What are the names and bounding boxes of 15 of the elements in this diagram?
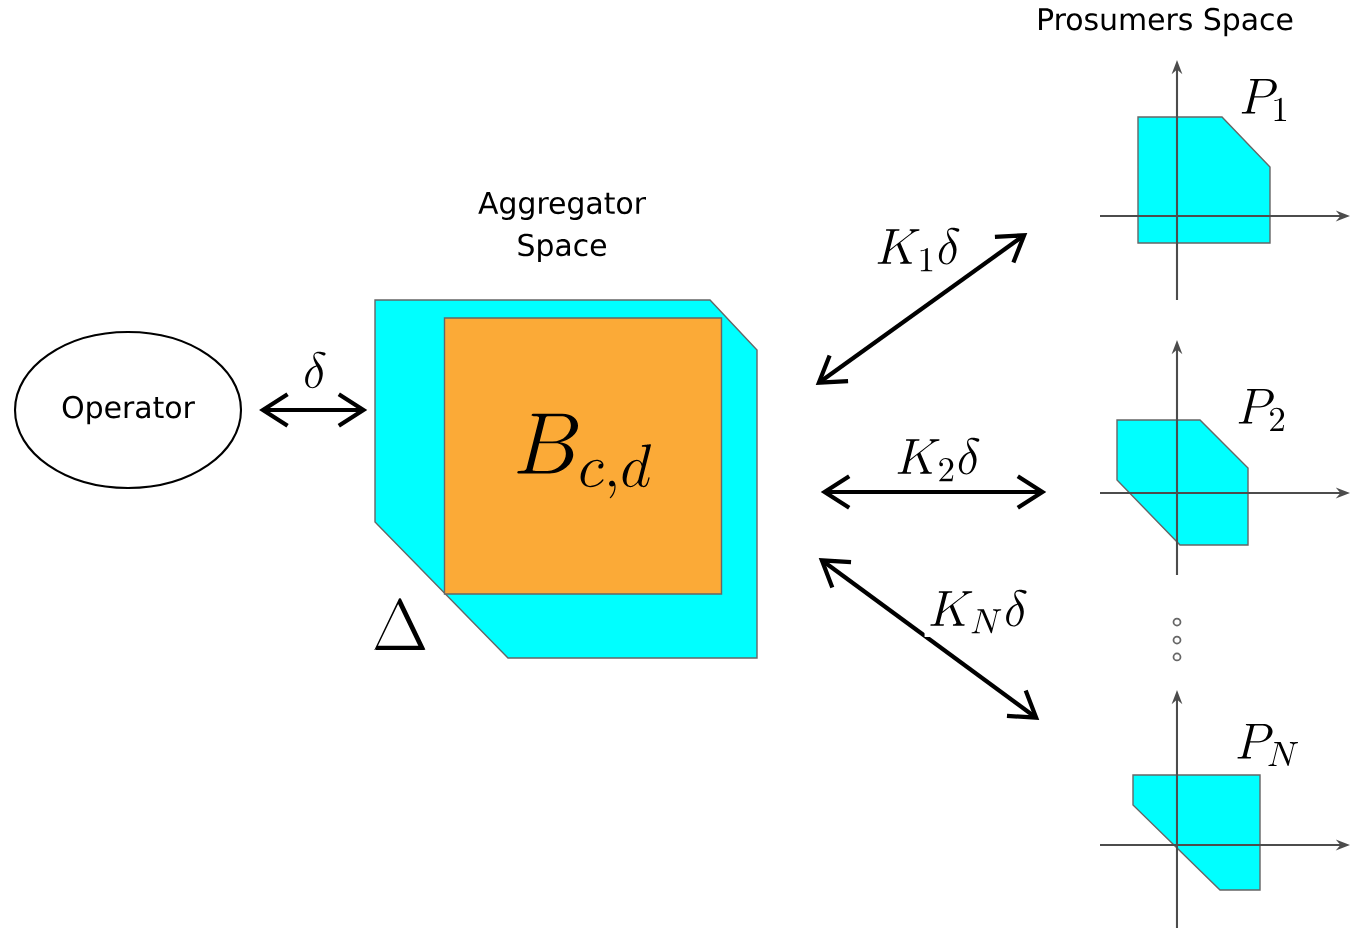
space-heading: Aggregator Space [478, 191, 646, 263]
edge-label: $K_2\delta$ [891, 435, 985, 485]
double-arrow [818, 558, 1040, 720]
edge-label: $K_1\delta$ [871, 225, 965, 275]
edge-label: $K_N\delta$ [924, 587, 1032, 637]
double-arrow [259, 392, 368, 428]
edge-label: $\delta$ [299, 348, 331, 392]
double-arrow [820, 474, 1047, 510]
plot-label: $P_2$ [1238, 388, 1285, 432]
delta-symbol: $\Delta$ [374, 598, 426, 650]
space-heading: Prosumers Space [1039, 7, 1293, 37]
set-square: $B_{c,d}$ [443, 317, 723, 595]
double-arrow [815, 233, 1028, 385]
plot-label: $P_1$ [1241, 78, 1286, 122]
plot-label: $P_N$ [1237, 723, 1299, 767]
